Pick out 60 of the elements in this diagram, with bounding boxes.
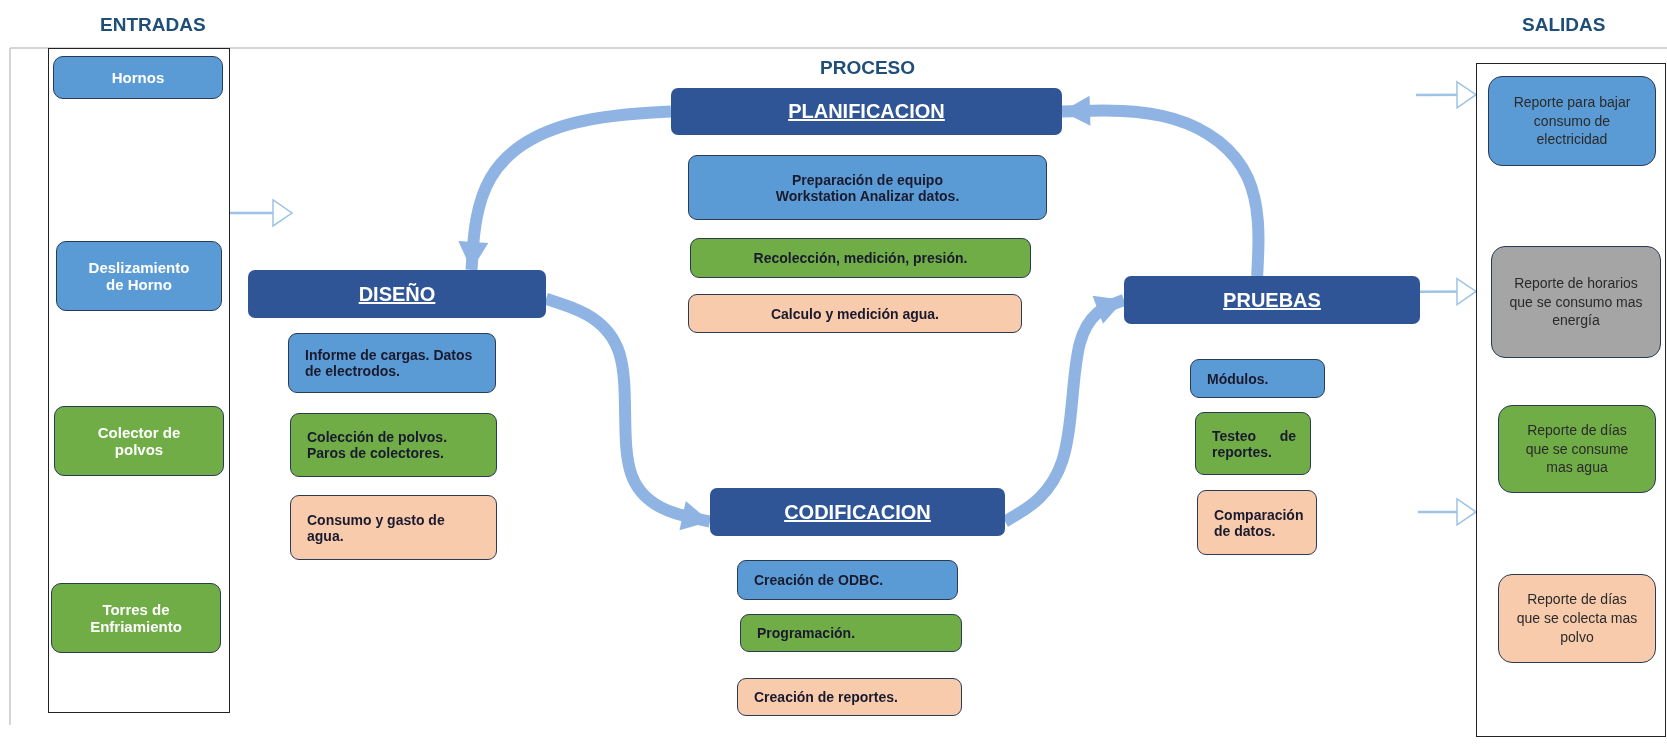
box-text: Programación. xyxy=(757,625,857,641)
curved-arrow xyxy=(1061,95,1265,277)
phase-title: DISEÑO xyxy=(358,282,436,306)
box-text: Torres de Enfriamiento xyxy=(89,601,183,635)
input-box xyxy=(56,241,222,311)
phase-title: PLANIFICACION xyxy=(788,100,945,123)
box-text: Creación de reportes. xyxy=(754,689,899,705)
box-text: Deslizamiento de Horno xyxy=(87,259,191,293)
task-box xyxy=(690,238,1031,278)
box-text: Colector de polvos xyxy=(96,424,182,458)
phase-header xyxy=(710,488,1005,536)
input-box xyxy=(53,56,223,99)
curved-arrow xyxy=(458,105,672,271)
task-box xyxy=(290,495,497,560)
block-arrow xyxy=(1420,277,1477,306)
box-text: Colección de polvos. Paros de colectores. xyxy=(307,429,449,461)
output-box xyxy=(1498,574,1656,663)
group-frame xyxy=(1476,63,1666,737)
task-box xyxy=(740,614,962,652)
box-text: Creación de ODBC. xyxy=(754,572,885,588)
task-box xyxy=(1197,490,1317,555)
box-text: Hornos xyxy=(111,69,165,86)
task-box xyxy=(288,333,496,393)
output-box xyxy=(1498,405,1656,493)
task-box xyxy=(737,560,958,600)
task-box xyxy=(1195,412,1311,475)
phase-header xyxy=(1124,276,1420,324)
box-text: Preparación de equipo Workstation Analizar datos. xyxy=(774,171,961,204)
section-heading: ENTRADAS xyxy=(100,14,206,36)
task-box xyxy=(688,294,1022,333)
box-text: Comparación de datos. xyxy=(1214,506,1302,539)
box-text: Recolección, medición, presión. xyxy=(753,250,968,266)
block-arrow xyxy=(1416,81,1477,109)
output-box xyxy=(1488,76,1656,166)
box-text: Reporte de horarios que se consumo mas energía xyxy=(1508,273,1644,331)
box-text: Reporte de días que se colecta mas polvo xyxy=(1515,590,1639,647)
task-box xyxy=(290,413,497,477)
group-frame xyxy=(48,48,230,713)
box-text: Informe de cargas. Datos de electrodos. xyxy=(305,347,474,379)
section-heading: SALIDAS xyxy=(1522,14,1606,36)
block-arrow xyxy=(1418,498,1477,526)
input-box xyxy=(51,583,221,653)
task-box xyxy=(737,678,962,716)
section-heading: PROCESO xyxy=(820,57,916,79)
box-text: Reporte de días que se consume mas agua xyxy=(1524,420,1630,478)
phase-header xyxy=(248,270,546,318)
box-text: Consumo y gasto de agua. xyxy=(307,511,446,544)
block-arrow xyxy=(230,199,293,227)
box-text: Calculo y medición agua. xyxy=(770,305,939,322)
box-text: Testeo de reportes. xyxy=(1212,427,1296,460)
box-text: Módulos. xyxy=(1207,370,1270,387)
phase-title: PRUEBAS xyxy=(1223,288,1321,312)
box-text: Reporte para bajar consumo de electricidad xyxy=(1512,92,1632,150)
phase-header xyxy=(671,88,1062,135)
curved-arrow xyxy=(544,293,712,531)
phase-title: CODIFICACION xyxy=(784,500,931,524)
task-box xyxy=(688,155,1047,220)
input-box xyxy=(54,406,224,476)
task-box xyxy=(1190,359,1325,398)
output-box xyxy=(1491,246,1661,358)
